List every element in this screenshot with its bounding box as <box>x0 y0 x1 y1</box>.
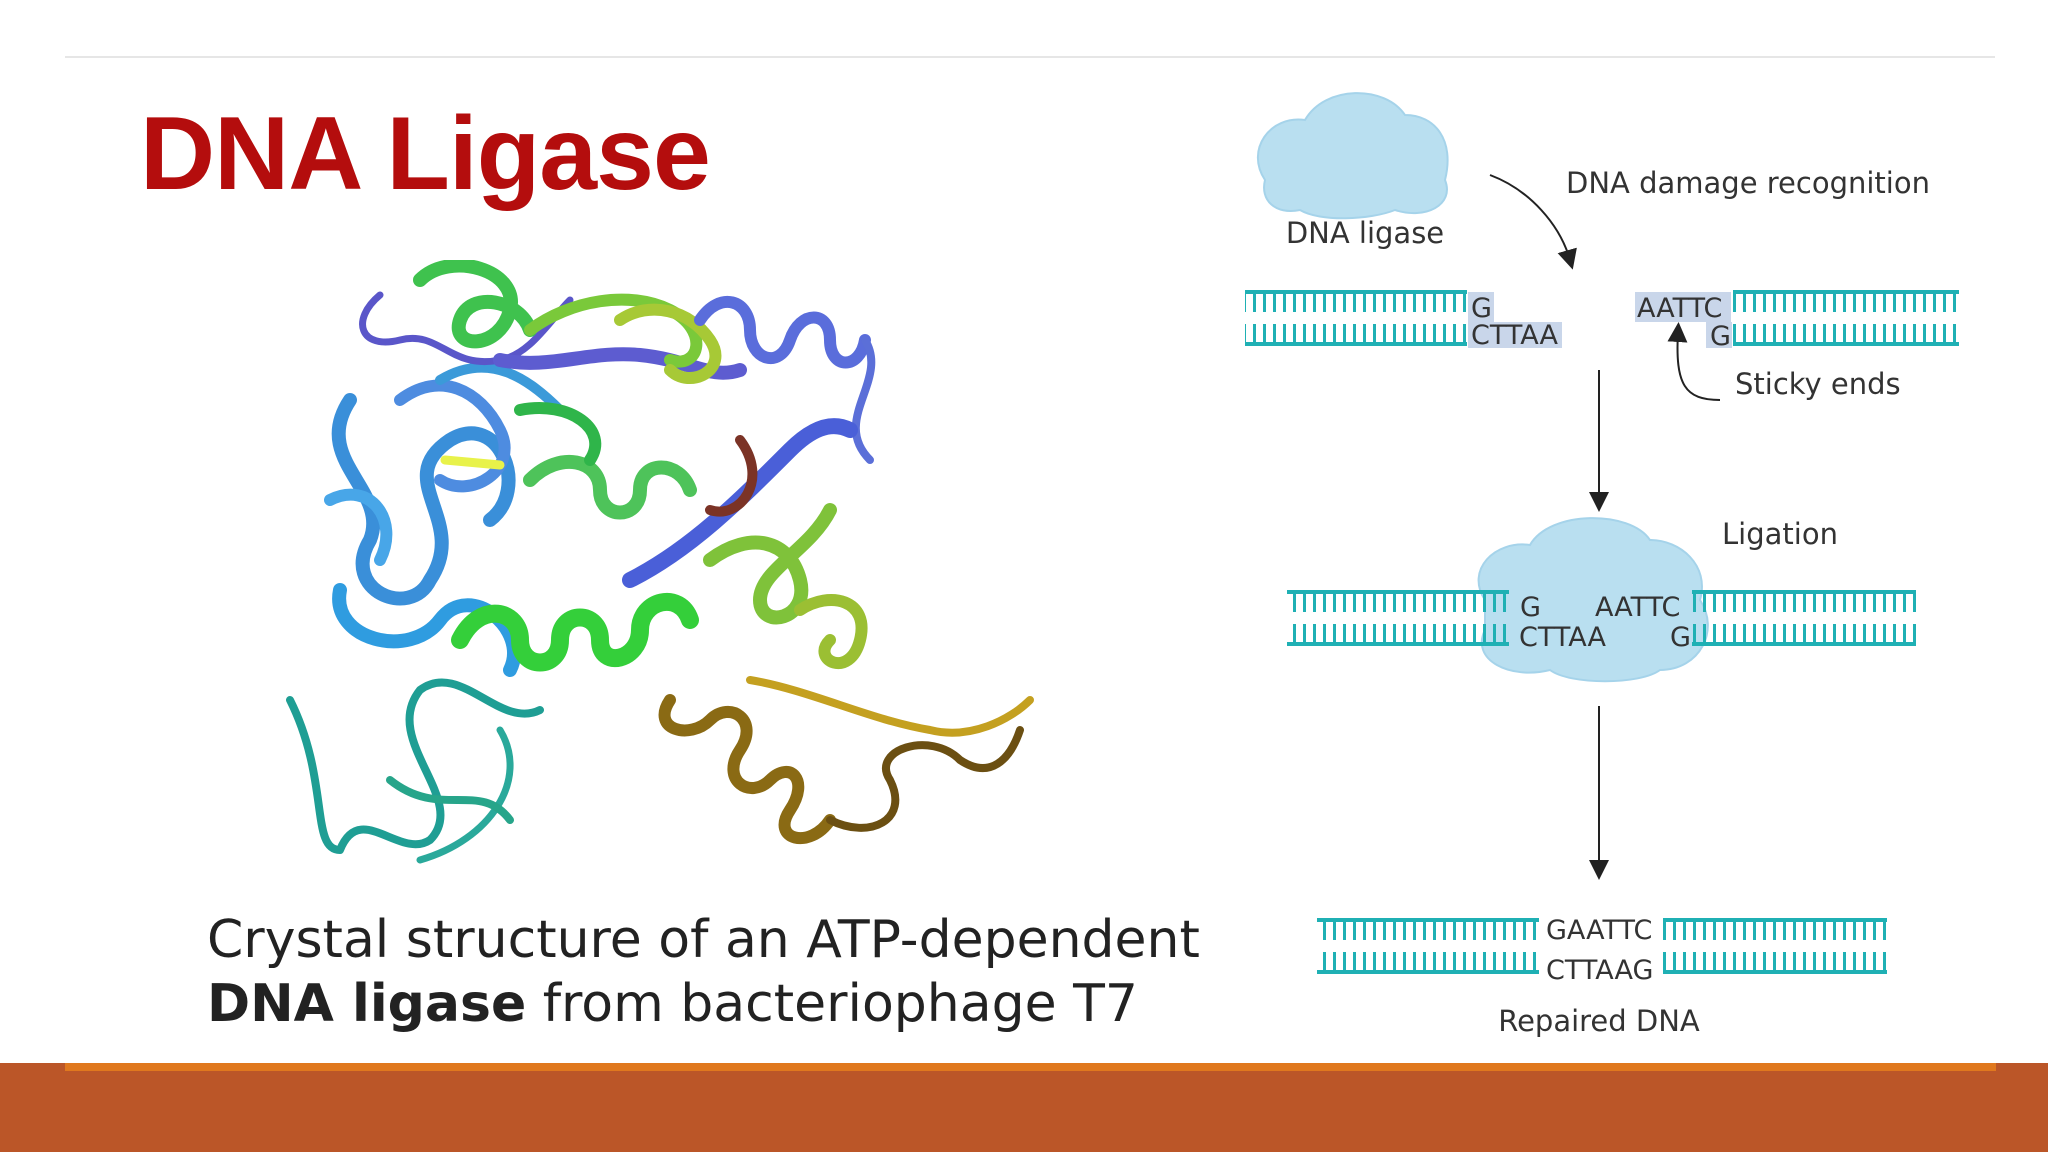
footer-left-block <box>0 1063 65 1152</box>
top-divider <box>65 56 1995 58</box>
footer-accent-line <box>0 1063 2048 1071</box>
dna-fragment-left: G CTTAA <box>1245 290 1562 351</box>
right-bottom-seq: G <box>1710 321 1731 352</box>
dna-fragment-right: AATTC G <box>1635 290 1959 352</box>
repaired-dna: GAATTC CTTAAG <box>1317 915 1887 986</box>
sticky-ends-arrow <box>1667 322 1721 401</box>
dna-ligase-cloud <box>1256 92 1449 220</box>
caption-line-1: Crystal structure of an ATP-dependent <box>207 910 1200 970</box>
repaired-bottom-seq: CTTAAG <box>1546 955 1653 986</box>
recognition-arrow <box>1489 174 1577 270</box>
sticky-ends-label: Sticky ends <box>1735 367 1901 401</box>
figure-caption: Crystal structure of an ATP-dependent DN… <box>207 908 1200 1036</box>
ligation-diagram: DNA ligase DNA damage recognition G CTTA… <box>1245 92 1959 1038</box>
enzyme-label: DNA ligase <box>1286 216 1444 250</box>
caption-bold-term: DNA ligase <box>207 974 527 1034</box>
left-bottom-seq: CTTAA <box>1471 320 1558 351</box>
ligation-left-bottom-seq: CTTAA <box>1519 622 1606 653</box>
caption-line-2: from bacteriophage T7 <box>526 974 1138 1034</box>
protein-structure-image <box>286 260 1034 864</box>
footer-right-block <box>1996 1063 2048 1152</box>
step1-label: DNA damage recognition <box>1566 166 1930 200</box>
ligation-right-bottom-seq: G <box>1670 622 1691 653</box>
ligation-right-top-seq: AATTC <box>1595 592 1680 623</box>
right-top-seq: AATTC <box>1637 293 1722 324</box>
dna-ligation-complex: G CTTAA AATTC G <box>1287 590 1916 653</box>
left-top-seq: G <box>1471 293 1492 324</box>
slide-title: DNA Ligase <box>140 96 711 212</box>
footer-bar <box>0 1071 2048 1152</box>
ligation-left-top-seq: G <box>1520 592 1541 623</box>
step2-label: Ligation <box>1722 517 1838 551</box>
repaired-top-seq: GAATTC <box>1546 915 1652 946</box>
repaired-dna-label: Repaired DNA <box>1498 1004 1700 1038</box>
